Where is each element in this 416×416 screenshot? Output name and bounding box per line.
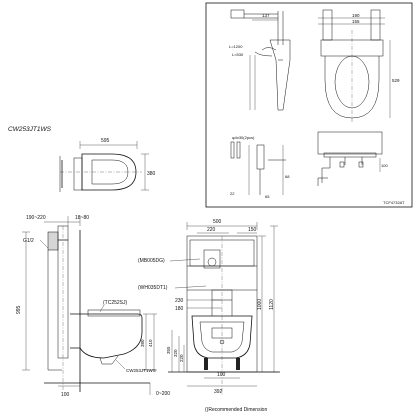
- dim-220b: 220: [179, 354, 184, 362]
- dim-410-side: 410: [148, 339, 153, 347]
- inset-panel: 137 L=1200 L=530 190 155 529 φ4x30(2pcs): [205, 2, 413, 208]
- dim-500: 500: [213, 219, 222, 225]
- dim-18-80: 18~80: [75, 215, 89, 221]
- dim-100-side: 100: [61, 392, 70, 398]
- dim-190-220: 190~220: [26, 215, 46, 221]
- dim-22: 22: [230, 191, 235, 196]
- footnote: ()Recommended Dimension: [205, 407, 267, 413]
- dim-190: 190: [352, 13, 360, 18]
- dim-l530: L=530: [232, 52, 244, 57]
- inset-pipe-left: [322, 9, 333, 41]
- inset-box: [317, 131, 383, 155]
- dim-155: 155: [352, 19, 360, 24]
- dim-380-side: 380: [140, 339, 145, 347]
- inset-border: [205, 2, 413, 208]
- inset-control-unit: 100: [317, 131, 388, 186]
- dim-100: 100: [381, 163, 388, 168]
- side-seat: [87, 309, 141, 317]
- dim-1000: 1000: [257, 299, 263, 310]
- dim-137: 137: [262, 13, 270, 18]
- dim-392: 392: [214, 389, 223, 395]
- dim-l1200: L=1200: [229, 44, 243, 49]
- dim-65: 65: [265, 194, 270, 199]
- dim-phi: φ4x30(2pcs): [232, 135, 255, 140]
- dim-68: 68: [285, 174, 290, 179]
- inset-plan-view: 190 155 529: [318, 9, 400, 122]
- front-cistern-box: [203, 249, 221, 269]
- dim-100-front: 100: [217, 372, 226, 378]
- side-view: 190~220 18~80 G1/2 995 (TC252SJ) 380 410: [16, 215, 157, 398]
- plan-tank: [73, 157, 83, 191]
- plan-bowl: [81, 153, 137, 191]
- label-g12: G1/2: [23, 238, 34, 244]
- dim-355: 355: [166, 346, 171, 354]
- dim-150: 150: [248, 227, 257, 233]
- dim-380-plan: 380: [147, 171, 156, 177]
- dim-595: 595: [101, 138, 110, 144]
- dim-995: 995: [16, 305, 22, 314]
- inset-side-view: 137 L=1200 L=530: [229, 9, 291, 111]
- inset-fittings: φ4x30(2pcs) 22 68 65: [230, 135, 290, 199]
- dim-320: 320: [173, 349, 178, 357]
- model-label: CW253JT1WS: [8, 126, 52, 133]
- part-wh035dt1: (WH035DT1): [138, 285, 168, 291]
- inset-bracket-top: [230, 9, 245, 19]
- dim-220-front: 220: [207, 227, 216, 233]
- plan-view: 595 380: [59, 138, 156, 192]
- part-tc252sj: (TC252SJ): [103, 300, 128, 306]
- part-mb005dg: (MB005DG): [138, 258, 165, 264]
- part-cw253jt1ws: CW253JT1WS: [126, 368, 156, 373]
- inset-pipe-right: [370, 9, 381, 41]
- dim-0-200: 0~200: [156, 391, 170, 397]
- side-valve: [47, 231, 59, 251]
- inset-seat-profile: [269, 39, 291, 111]
- side-bowl: [70, 313, 143, 359]
- inset-code: TCF4732AT: [383, 200, 405, 205]
- dim-180: 180: [175, 306, 184, 312]
- dim-529: 529: [392, 78, 400, 83]
- dim-230: 230: [175, 298, 184, 304]
- dim-1120: 1120: [269, 299, 275, 310]
- front-view: 500 220 150 (MB005DG) (WH035DT1) 230 180: [138, 219, 280, 397]
- inset-sensor: [256, 144, 265, 170]
